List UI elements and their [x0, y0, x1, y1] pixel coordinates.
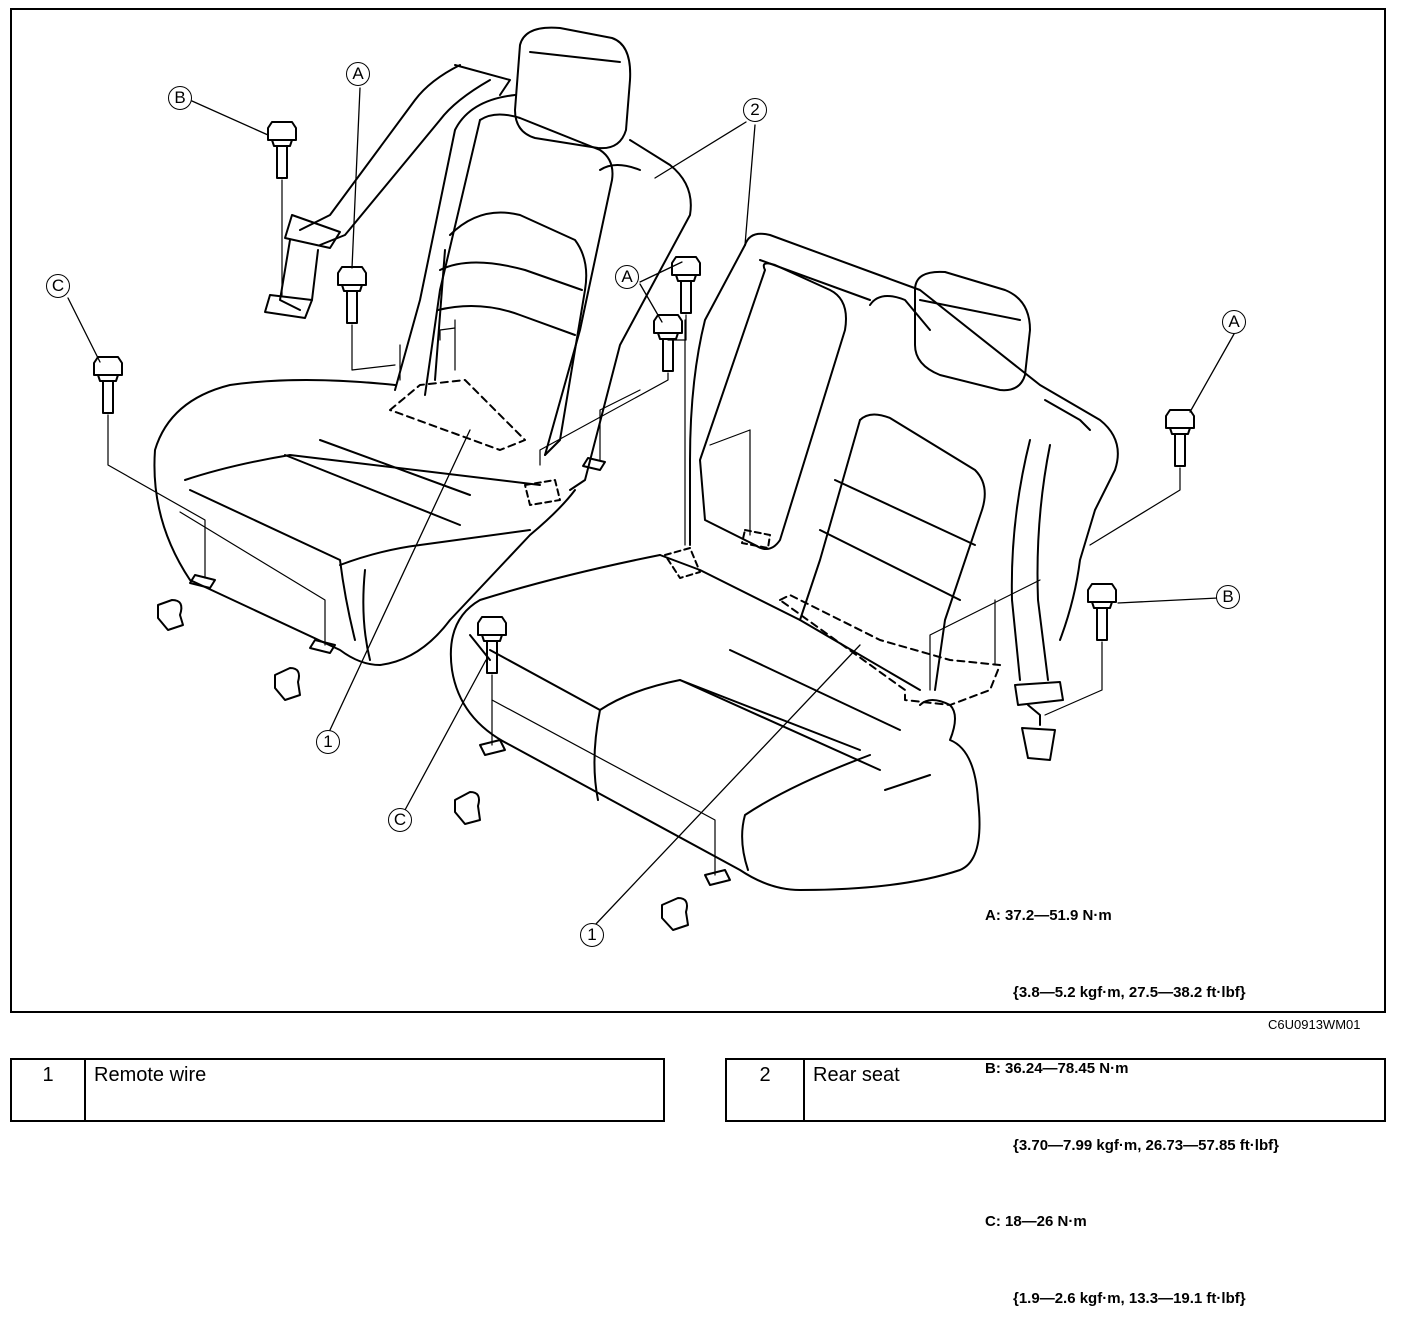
legend-item-2: 2 Rear seat	[725, 1058, 1386, 1122]
callout-a-right: A	[1222, 310, 1246, 334]
left-seat	[153, 26, 692, 701]
diagram-frame	[10, 8, 1386, 1013]
callout-c-left: C	[46, 274, 70, 298]
callout-2: 2	[743, 98, 767, 122]
legend-number: 2	[727, 1060, 805, 1120]
callout-a-mid: A	[615, 265, 639, 289]
callout-b-left: B	[168, 86, 192, 110]
legend-item-1: 1 Remote wire	[10, 1058, 665, 1122]
callout-1-bottom: 1	[580, 923, 604, 947]
callout-c-bottom: C	[388, 808, 412, 832]
bolt-a-top	[337, 266, 367, 324]
legend-number: 1	[12, 1060, 86, 1120]
callout-b-right: B	[1216, 585, 1240, 609]
bolt-b-left	[267, 121, 297, 179]
callout-a-top: A	[346, 62, 370, 86]
torque-b-alt: {3.70—7.99 kgf·m, 26.73—57.85 ft·lbf}	[1013, 1136, 1279, 1154]
torque-c-alt: {1.9—2.6 kgf·m, 13.3—19.1 ft·lbf}	[1013, 1289, 1246, 1307]
leader-lines	[67, 87, 1235, 926]
figure-code: C6U0913WM01	[1268, 1017, 1361, 1032]
torque-a-nm: A: 37.2—51.9 N·m	[985, 907, 1112, 924]
right-seat	[449, 232, 1119, 931]
torque-a-alt: {3.8—5.2 kgf·m, 27.5—38.2 ft·lbf}	[1013, 983, 1246, 1001]
rear-seat-exploded-illustration	[67, 26, 1235, 931]
bolt-c-left	[93, 356, 123, 414]
bolt-a-mid-2	[653, 314, 683, 372]
bolt-a-mid-1	[671, 256, 701, 314]
torque-b-nm: B: 36.24—78.45 N·m	[985, 1060, 1129, 1077]
callout-1-left: 1	[316, 730, 340, 754]
bolt-b-right	[1087, 583, 1117, 641]
torque-c-nm: C: 18—26 N·m	[985, 1213, 1087, 1230]
legend-label: Rear seat	[813, 1064, 900, 1086]
assembly-lines	[107, 179, 1181, 876]
legend-label: Remote wire	[94, 1064, 207, 1086]
bolt-c-bottom	[477, 616, 507, 674]
bolt-a-right	[1165, 409, 1195, 467]
bolts	[93, 121, 1195, 674]
